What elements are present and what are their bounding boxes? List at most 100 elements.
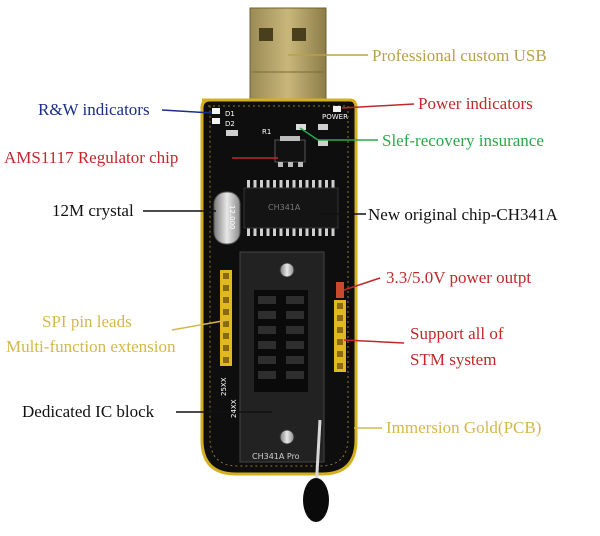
chip-pin — [279, 180, 283, 189]
chip-pin — [247, 227, 250, 236]
label-power-indicators: Power indicators — [418, 94, 533, 113]
rw-led-1 — [212, 108, 220, 114]
leader-spi — [171, 319, 229, 331]
chip-pin — [318, 180, 322, 189]
zif-slot — [286, 311, 304, 319]
header-pin — [223, 357, 229, 363]
polyfuse — [296, 124, 306, 130]
power-silkscreen: POWER — [322, 113, 348, 121]
chip-pin — [247, 180, 250, 189]
ch341a-chip — [243, 187, 339, 229]
chip-pin — [292, 227, 296, 236]
header-pin — [337, 327, 343, 333]
zif-slot — [258, 296, 276, 304]
zif-slot — [258, 326, 276, 334]
chip-pin — [292, 180, 296, 189]
chip-pin — [299, 180, 302, 189]
stm-pin-header — [334, 300, 346, 372]
label-immersion-gold: Immersion Gold(PCB) — [386, 418, 542, 437]
zif-slot — [258, 356, 276, 364]
chip-pin — [305, 180, 309, 189]
chip-pin — [260, 180, 263, 189]
crystal — [213, 191, 241, 245]
zif-slot — [258, 341, 276, 349]
ch341a-pins — [247, 180, 335, 236]
header-strip — [220, 270, 232, 366]
header-pin — [337, 363, 343, 369]
header-pin — [337, 303, 343, 309]
smd-resistor — [226, 130, 238, 136]
header-pin — [337, 315, 343, 321]
zif-slot — [286, 326, 304, 334]
zif-slot — [258, 371, 276, 379]
label-spi-extension: Multi-function extension — [6, 337, 176, 356]
rw-led-2 — [212, 118, 220, 124]
power-jumper — [336, 282, 344, 298]
chip-pin — [312, 227, 315, 236]
label-power-output: 3.3/5.0V power outpt — [386, 268, 532, 287]
label-spi-pins: SPI pin leads — [42, 312, 132, 331]
header-pin — [223, 333, 229, 339]
leader-rw — [161, 109, 213, 114]
zif-slot — [258, 311, 276, 319]
chip-pin — [286, 227, 289, 236]
header-pin — [223, 285, 229, 291]
series-24xx: 24XX — [230, 399, 238, 419]
label-regulator: AMS1117 Regulator chip — [4, 148, 179, 167]
chip-pin — [318, 227, 322, 236]
header-pin — [223, 273, 229, 279]
header-pin — [223, 345, 229, 351]
header-pin — [223, 321, 229, 327]
chip-pin — [253, 227, 257, 236]
chip-pin — [325, 180, 328, 189]
chip-pin — [266, 227, 270, 236]
label-recovery: Slef-recovery insurance — [382, 131, 544, 150]
chip-pin — [331, 227, 335, 236]
regulator-chip — [274, 136, 306, 167]
chip-pin — [325, 227, 328, 236]
chip-pin — [260, 227, 263, 236]
zif-slot — [286, 356, 304, 364]
leader-power-out — [343, 277, 381, 291]
smd-cap-1 — [318, 124, 328, 130]
header-pin — [337, 339, 343, 345]
leader-stm — [343, 339, 405, 344]
power-led — [333, 106, 341, 112]
zif-slot — [286, 341, 304, 349]
header-pin — [223, 309, 229, 315]
zif-slot — [286, 371, 304, 379]
label-rw-indicators: R&W indicators — [38, 100, 150, 119]
zif-slot — [286, 296, 304, 304]
label-crystal: 12M crystal — [52, 201, 134, 220]
spi-pin-header — [220, 270, 232, 366]
smd-cap-2 — [318, 140, 328, 146]
crystal-marking: 12.000 — [228, 205, 236, 230]
header-pin — [337, 351, 343, 357]
board-footer-text: CH341A Pro — [252, 452, 300, 461]
zif-socket — [239, 251, 325, 463]
leader-recovery — [299, 127, 378, 141]
d1-silkscreen: D1 — [225, 110, 235, 118]
chip-pin — [286, 180, 289, 189]
label-stm-support: Support all of — [410, 324, 504, 343]
chip-pin — [273, 227, 276, 236]
label-usb: Professional custom USB — [372, 46, 547, 65]
chip-pin — [331, 180, 335, 189]
chip-pin — [312, 180, 315, 189]
chip-pin — [279, 227, 283, 236]
chip-pin — [266, 180, 270, 189]
chip-pin — [299, 227, 302, 236]
label-stm-system: STM system — [410, 350, 497, 369]
label-chip: New original chip-CH341A — [368, 205, 558, 224]
zif-lever — [303, 419, 329, 522]
chip-pin — [305, 227, 309, 236]
chip-pin — [253, 180, 257, 189]
header-pin — [223, 297, 229, 303]
chip-pin — [273, 180, 276, 189]
header-strip — [334, 300, 346, 372]
chip-marking: CH341A — [268, 203, 301, 212]
leader-power — [341, 103, 415, 109]
series-25xx: 25XX — [220, 377, 228, 397]
